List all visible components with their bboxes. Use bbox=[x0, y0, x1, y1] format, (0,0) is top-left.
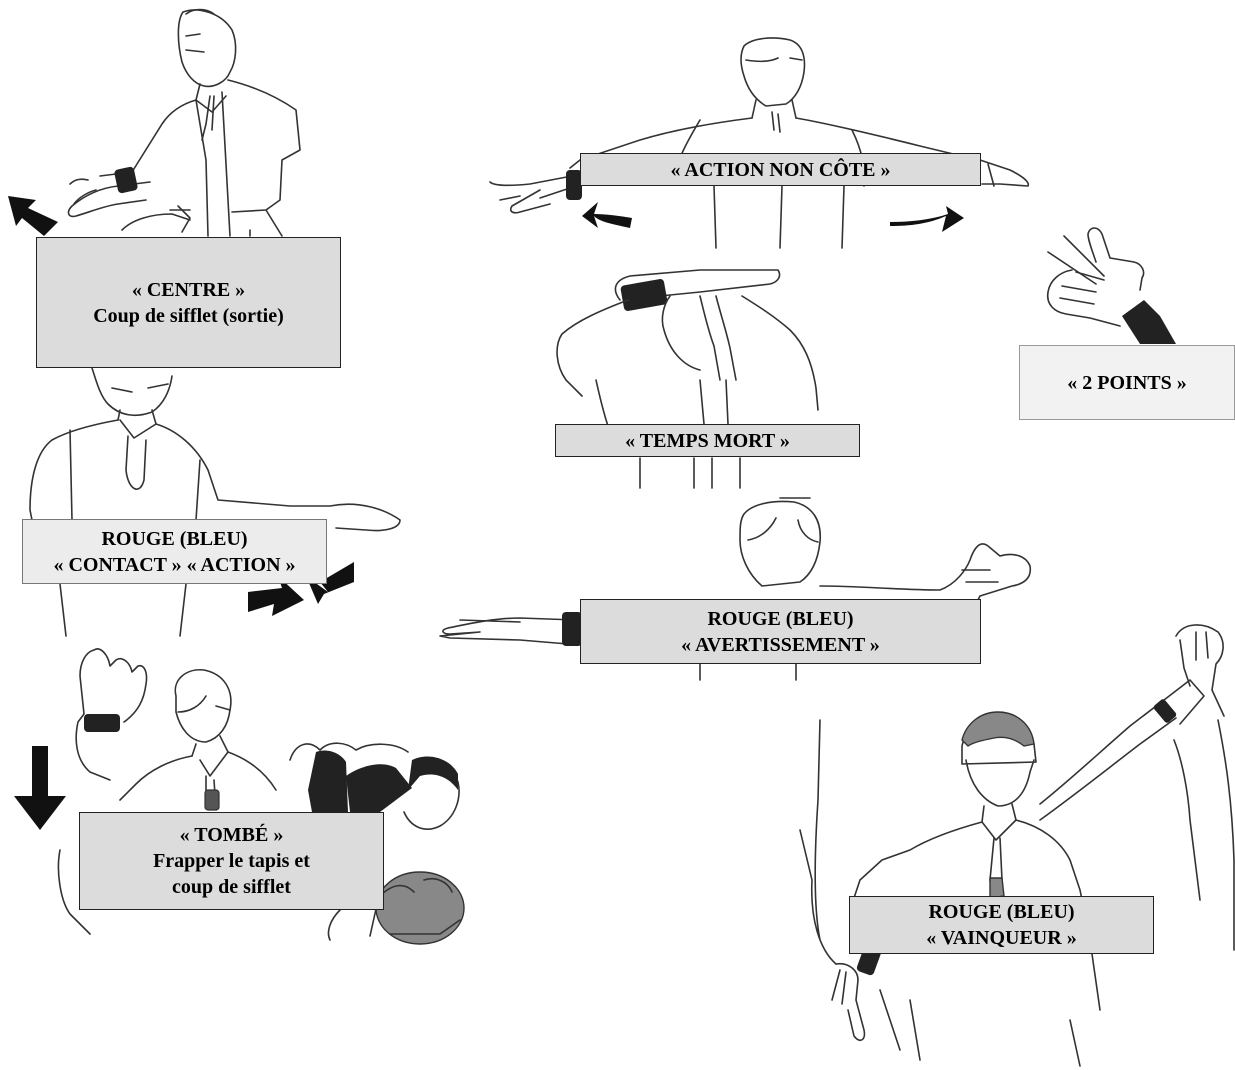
label-centre: « CENTRE » Coup de sifflet (sortie) bbox=[36, 237, 341, 368]
label-vainqueur-line-2: « VAINQUEUR » bbox=[926, 927, 1077, 949]
avertissement-figure bbox=[439, 497, 1032, 681]
label-avertissement-line-2: « AVERTISSEMENT » bbox=[681, 633, 880, 656]
label-contact-action-line-1: ROUGE (BLEU) bbox=[101, 527, 248, 550]
label-temps-mort-line-1: « TEMPS MORT » bbox=[625, 429, 790, 452]
label-avertissement: ROUGE (BLEU) « AVERTISSEMENT » bbox=[580, 599, 981, 664]
label-2-points: « 2 POINTS » bbox=[1019, 345, 1235, 420]
label-tombe-line-2: Frapper le tapis et bbox=[153, 850, 310, 872]
label-centre-line-2: Coup de sifflet (sortie) bbox=[93, 304, 284, 327]
label-avertissement-line-1: ROUGE (BLEU) bbox=[707, 607, 854, 630]
label-centre-line-1: « CENTRE » bbox=[131, 278, 246, 301]
action-non-cote-figure bbox=[489, 37, 1030, 249]
label-vainqueur: ROUGE (BLEU) « VAINQUEUR » bbox=[849, 896, 1154, 954]
vainqueur-figure bbox=[799, 624, 1235, 1067]
two-points-figure bbox=[1046, 227, 1176, 344]
label-contact-action: ROUGE (BLEU) « CONTACT » « ACTION » bbox=[22, 519, 327, 584]
temps-mort-figure bbox=[556, 269, 819, 489]
contact-action-figure bbox=[29, 367, 401, 637]
label-temps-mort: « TEMPS MORT » bbox=[555, 424, 860, 457]
label-tombe-line-1: « TOMBÉ » bbox=[179, 824, 284, 846]
label-action-non-cote: « ACTION NON CÔTE » bbox=[580, 153, 981, 186]
label-contact-action-line-2: « CONTACT » « ACTION » bbox=[53, 553, 296, 576]
label-action-non-cote-line-1: « ACTION NON CÔTE » bbox=[670, 158, 891, 181]
centre-figure bbox=[8, 8, 301, 237]
label-vainqueur-line-1: ROUGE (BLEU) bbox=[928, 901, 1075, 923]
label-tombe-line-3: coup de sifflet bbox=[172, 876, 291, 898]
label-tombe: « TOMBÉ » Frapper le tapis et coup de si… bbox=[79, 812, 384, 910]
label-2-points-line-1: « 2 POINTS » bbox=[1067, 371, 1187, 394]
